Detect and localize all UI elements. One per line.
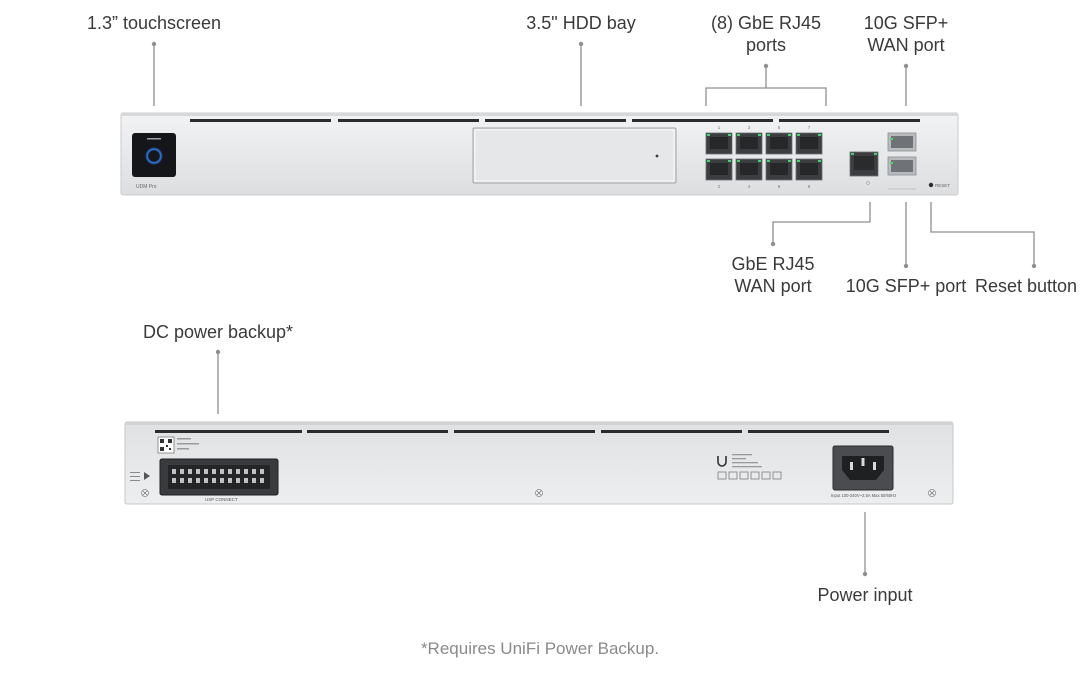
dc-power-backup-connector[interactable] xyxy=(159,458,279,496)
sfp-wan-port[interactable] xyxy=(887,132,917,152)
lan-port[interactable] xyxy=(705,132,733,155)
connector-pin xyxy=(172,478,176,483)
connector-pin xyxy=(188,478,192,483)
callout-hdd-bay: 3.5" HDD bay xyxy=(526,13,636,33)
connector-pin xyxy=(204,469,208,474)
power-rating-label: Input 100-240V~2.5A Max 50/60Hz xyxy=(831,493,896,498)
connector-pin xyxy=(196,469,200,474)
connector-pin xyxy=(236,469,240,474)
reset-label: RESET xyxy=(935,183,950,188)
connector-pin xyxy=(212,478,216,483)
connector-pin xyxy=(244,469,248,474)
rj45-wan-port[interactable] xyxy=(849,151,879,185)
port-number-label: 2 xyxy=(718,184,721,189)
callout-power-input: Power input xyxy=(817,585,913,605)
connector-pin xyxy=(204,478,208,483)
lan-port[interactable] xyxy=(705,158,733,181)
connector-pin xyxy=(228,469,232,474)
connector-pin xyxy=(220,478,224,483)
connector-pin xyxy=(212,469,216,474)
certification-marks xyxy=(717,471,782,480)
callout-reset: Reset button xyxy=(974,276,1078,296)
lan-port[interactable] xyxy=(735,158,763,181)
port-number-label: 1 xyxy=(718,125,721,130)
connector-pin xyxy=(172,469,176,474)
ubiquiti-logo xyxy=(717,456,727,467)
usp-connect-label: USP CONNECT xyxy=(205,497,238,502)
port-number-label: 6 xyxy=(778,184,781,189)
callout-lan-ports-line2: ports xyxy=(745,35,787,55)
port-number-label: 7 xyxy=(808,125,811,130)
callout-rj45-wan: GbE RJ45 WAN port xyxy=(713,253,833,297)
sfp-port[interactable] xyxy=(887,156,917,176)
model-label: UDM Pro xyxy=(136,184,157,190)
callout-sfp-wan: 10G SFP+ WAN port xyxy=(846,12,966,56)
callout-lan-ports: (8) GbE RJ45 ports xyxy=(686,12,846,56)
lan-port-grid: 1 3 5 7 2 4 6 8 xyxy=(705,125,823,189)
connector-pin xyxy=(260,469,264,474)
lan-port[interactable] xyxy=(795,132,823,155)
port-number-label: 5 xyxy=(778,125,781,130)
front-panel: UDM Pro 1 3 5 7 2 4 6 8 RESET xyxy=(120,112,959,196)
port-number-label: 4 xyxy=(748,184,751,189)
port-number-label: 3 xyxy=(748,125,751,130)
connector-pin xyxy=(236,478,240,483)
callout-dc-backup: DC power backup* xyxy=(142,322,294,342)
callout-sfp-port: 10G SFP+ port xyxy=(845,276,967,296)
connector-pin xyxy=(220,469,224,474)
lan-port[interactable] xyxy=(795,158,823,181)
connector-pin xyxy=(188,469,192,474)
connector-pin xyxy=(180,469,184,474)
connector-pin xyxy=(252,478,256,483)
connector-pin xyxy=(180,478,184,483)
port-number-label: 8 xyxy=(808,184,811,189)
lan-port[interactable] xyxy=(765,158,793,181)
connector-pin xyxy=(252,469,256,474)
rear-panel: USP CONNECT Input 100-240V~2.5A Max 50/6… xyxy=(124,421,954,505)
callout-lan-ports-line1: (8) GbE RJ45 xyxy=(710,13,822,33)
connector-pin xyxy=(228,478,232,483)
connector-pin xyxy=(260,478,264,483)
callout-rj45-wan-line1: GbE RJ45 xyxy=(731,254,815,274)
lan-port[interactable] xyxy=(735,132,763,155)
lan-port[interactable] xyxy=(765,132,793,155)
callout-sfp-wan-line1: 10G SFP+ xyxy=(863,13,949,33)
reset-button[interactable] xyxy=(928,182,934,188)
power-input-socket[interactable] xyxy=(832,445,894,491)
callout-touchscreen: 1.3” touchscreen xyxy=(86,13,222,33)
callout-sfp-wan-line2: WAN port xyxy=(867,35,945,55)
footnote: *Requires UniFi Power Backup. xyxy=(420,639,660,658)
connector-pin xyxy=(244,478,248,483)
connector-pin xyxy=(196,478,200,483)
hdd-bay[interactable] xyxy=(472,127,677,184)
touchscreen-display[interactable] xyxy=(132,133,176,177)
callout-rj45-wan-line2: WAN port xyxy=(734,276,812,296)
